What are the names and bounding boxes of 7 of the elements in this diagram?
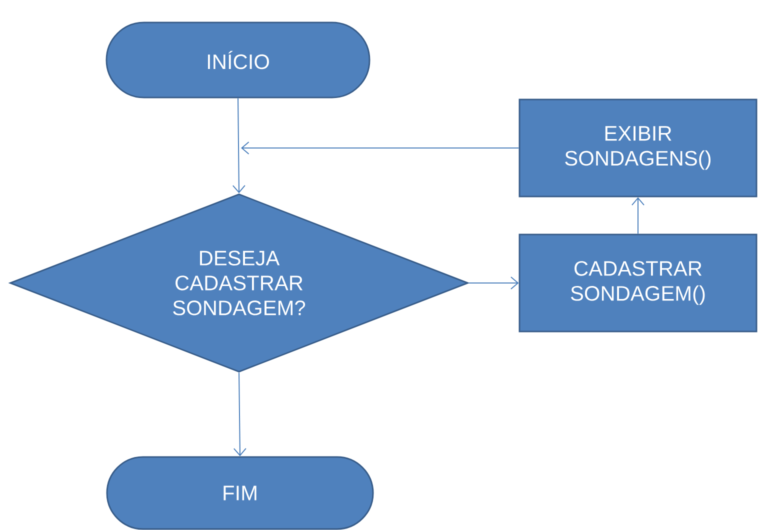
arrow [241, 142, 520, 154]
arrow [233, 372, 246, 456]
process-box: CADASTRAR SONDAGEM() [518, 234, 758, 332]
process-box: EXIBIR SONDAGENS() [518, 98, 758, 198]
arrow [232, 98, 246, 194]
arrow [632, 197, 644, 234]
arrow [468, 276, 519, 290]
